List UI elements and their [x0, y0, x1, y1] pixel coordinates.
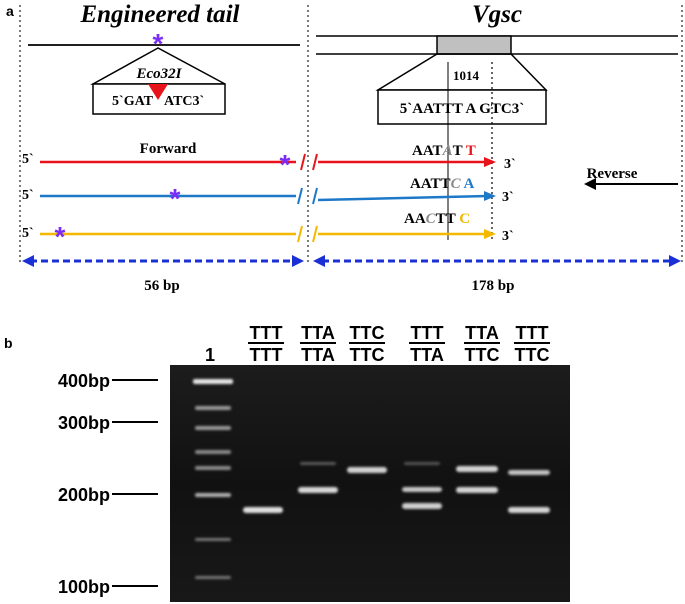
gene-title: Vgsc: [472, 1, 522, 28]
three-prime-label: 3`: [502, 190, 514, 205]
gene-seq: 5`AATTT A GTC3`: [400, 101, 524, 117]
svg-text:400bp: 400bp: [58, 371, 110, 391]
star-icon: *: [153, 28, 164, 59]
svg-text:TTC: TTC: [465, 345, 500, 365]
size-gene: 178 bp: [472, 278, 515, 294]
svg-text:TTC: TTC: [515, 345, 550, 365]
lane-headers: TTT TTT TTA TTA TTC TTC TTT TTA TTA TTC …: [248, 323, 550, 365]
three-prime-label: 3`: [502, 229, 514, 244]
lane-header: TTA TTC: [464, 323, 500, 365]
marker-200: 200bp: [58, 485, 158, 505]
primer-seq: AACTT C: [404, 211, 470, 227]
svg-text:TTT: TTT: [411, 323, 444, 343]
lane-header: TTA TTA: [300, 323, 336, 365]
svg-text:TTA: TTA: [301, 323, 335, 343]
panel-a-label: a: [6, 3, 14, 19]
cut-site-icon: [148, 84, 168, 100]
exon-box: [436, 35, 512, 55]
svg-text:TTA: TTA: [301, 345, 335, 365]
star-icon: *: [280, 149, 291, 180]
tail-title: Engineered tail: [79, 1, 239, 28]
site-seq-left: 5`GAT: [112, 94, 154, 109]
panel-b-label: b: [4, 335, 13, 351]
ladder-label: 1: [205, 345, 215, 365]
marker-100: 100bp: [58, 577, 158, 597]
divider-lines: [19, 5, 683, 262]
reverse-primer: Reverse: [584, 166, 678, 190]
primer-seq: AATTC A: [410, 176, 475, 192]
size-arrow-gene: [313, 255, 681, 267]
primer-yellow: 5` * AACTT C 3`: [22, 211, 514, 252]
lane-header: TTT TTC: [514, 323, 550, 365]
position-label: 1014: [453, 68, 480, 83]
star-icon: *: [170, 183, 181, 214]
gene-seq-box: [377, 89, 547, 125]
svg-text:TTA: TTA: [465, 323, 499, 343]
reverse-label: Reverse: [587, 166, 638, 182]
sample-bands: [243, 462, 550, 513]
five-prime-label: 5`: [22, 152, 34, 167]
five-prime-label: 5`: [22, 226, 34, 241]
size-tail: 56 bp: [144, 278, 179, 294]
primer-blue: 5` * AATTC A 3`: [22, 176, 514, 214]
svg-text:TTC: TTC: [350, 345, 385, 365]
size-arrow-tail: [22, 255, 304, 267]
svg-text:TTT: TTT: [250, 345, 283, 365]
svg-text:100bp: 100bp: [58, 577, 110, 597]
three-prime-label: 3`: [504, 157, 516, 172]
primer-seq: AATAT T: [412, 143, 476, 159]
svg-text:200bp: 200bp: [58, 485, 110, 505]
svg-text:TTT: TTT: [250, 323, 283, 343]
marker-300: 300bp: [58, 413, 158, 433]
enzyme-name: Eco32I: [136, 66, 183, 82]
svg-text:TTT: TTT: [516, 323, 549, 343]
lane-header: TTT TTA: [409, 323, 445, 365]
lane-header: TTC TTC: [349, 323, 385, 365]
svg-text:TTC: TTC: [350, 323, 385, 343]
svg-text:TTA: TTA: [410, 345, 444, 365]
size-markers: 400bp 300bp 200bp 100bp: [58, 371, 158, 597]
star-icon: *: [55, 221, 66, 252]
svg-text:300bp: 300bp: [58, 413, 110, 433]
marker-400: 400bp: [58, 371, 158, 391]
lane-header: TTT TTT: [248, 323, 284, 365]
gel-image: [170, 365, 570, 602]
site-seq-right: ATC3`: [164, 94, 204, 109]
five-prime-label: 5`: [22, 188, 34, 203]
ladder-bands: [193, 379, 233, 579]
forward-label: Forward: [140, 141, 197, 157]
primer-red: 5` * AATAT T 3`: [22, 143, 516, 180]
